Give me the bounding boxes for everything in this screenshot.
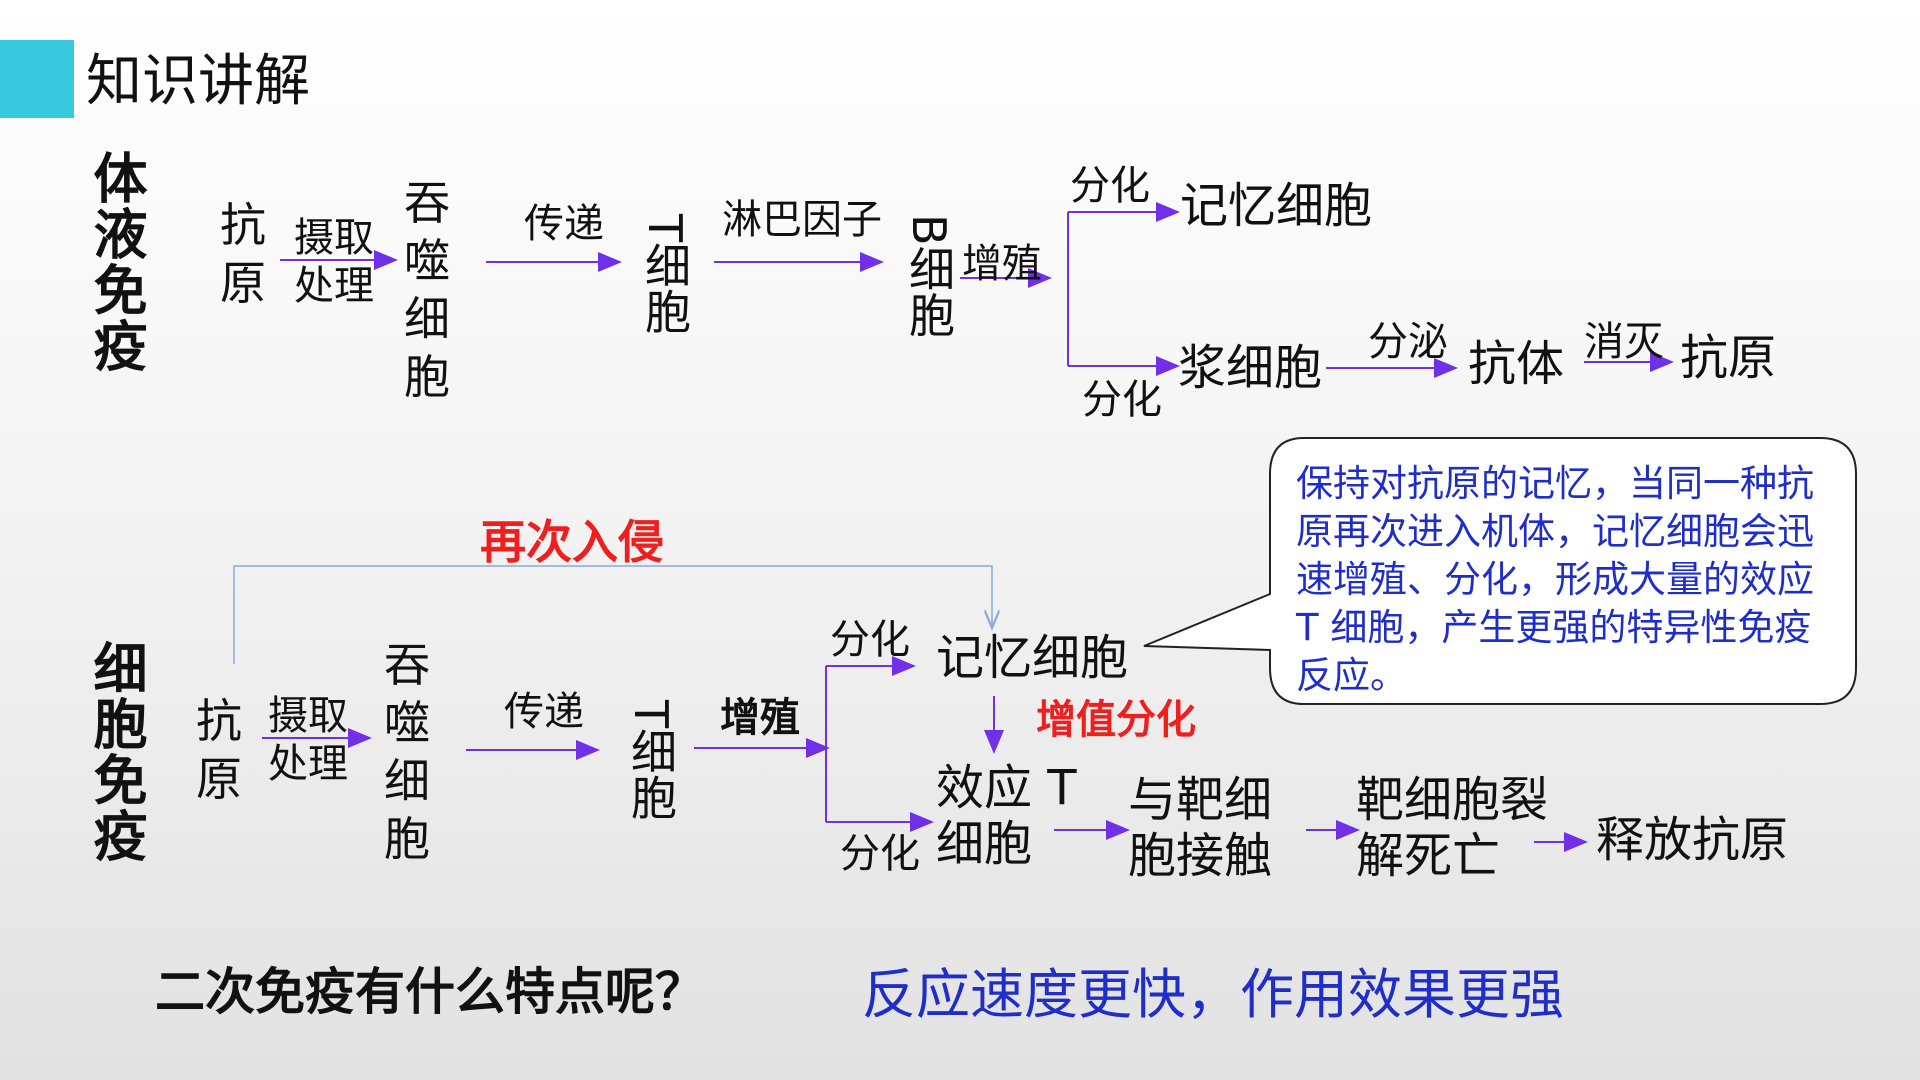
phagocyte-cellular: 吞噬细胞 <box>384 638 430 866</box>
antigen-humoral: 抗原 <box>220 198 266 310</box>
answer-text: 反应速度更快，作用效果更强 <box>862 963 1564 1026</box>
antigen-cellular: 抗原 <box>196 694 242 806</box>
step-capture-humoral: 摄取处理 <box>294 215 374 309</box>
step-capture-cellular: 摄取处理 <box>268 693 348 787</box>
reinvade-label: 再次入侵 <box>480 515 664 569</box>
page-title: 知识讲解 <box>86 49 310 114</box>
diff-bottom-cellular: 分化 <box>840 831 920 877</box>
step-lymphokine: 淋巴因子 <box>722 197 882 243</box>
accent-bar <box>0 40 74 118</box>
antigen-end: 抗原 <box>1680 330 1777 386</box>
release-antigen: 释放抗原 <box>1596 812 1789 868</box>
target-cell-lysis: 靶细胞裂解死亡 <box>1356 772 1549 884</box>
memory-cell-cellular: 记忆细胞 <box>936 630 1129 686</box>
antibody: 抗体 <box>1468 336 1565 392</box>
callout-text: 保持对抗原的记忆，当同一种抗原再次进入机体，记忆细胞会迅速增殖、分化，形成大量的… <box>1296 462 1814 697</box>
prolif-diff-label: 增值分化 <box>1036 697 1196 743</box>
phagocyte-humoral: 吞噬细胞 <box>404 176 450 404</box>
callout-bubble <box>1143 437 1857 705</box>
step-destroy: 消灭 <box>1584 319 1664 365</box>
memory-cell-humoral: 记忆细胞 <box>1180 178 1373 234</box>
plasma-cell: 浆细胞 <box>1178 340 1323 396</box>
diff-top-humoral: 分化 <box>1070 163 1150 209</box>
step-secrete: 分泌 <box>1368 319 1448 365</box>
t-cell-cellular: T细胞 <box>624 700 678 821</box>
side-label-humoral: 体液免疫 <box>84 150 147 374</box>
diff-bottom-humoral: 分化 <box>1082 377 1162 423</box>
contact-target-cell: 与靶细胞接触 <box>1128 772 1273 884</box>
step-proliferate-cellular: 增殖 <box>720 695 800 741</box>
step-transfer-cellular: 传递 <box>504 689 584 735</box>
question-text: 二次免疫有什么特点呢？ <box>155 963 705 1021</box>
step-transfer-humoral: 传递 <box>524 201 604 247</box>
step-proliferate-humoral: 增殖 <box>962 241 1042 287</box>
t-cell-humoral: T细胞 <box>638 214 692 335</box>
reinvade-line <box>233 565 992 664</box>
effector-t-cell: 效应 T 细胞 <box>936 760 1077 872</box>
diff-top-cellular: 分化 <box>830 617 910 663</box>
side-label-cellular: 细胞免疫 <box>84 640 147 864</box>
b-cell: B细胞 <box>902 214 956 338</box>
